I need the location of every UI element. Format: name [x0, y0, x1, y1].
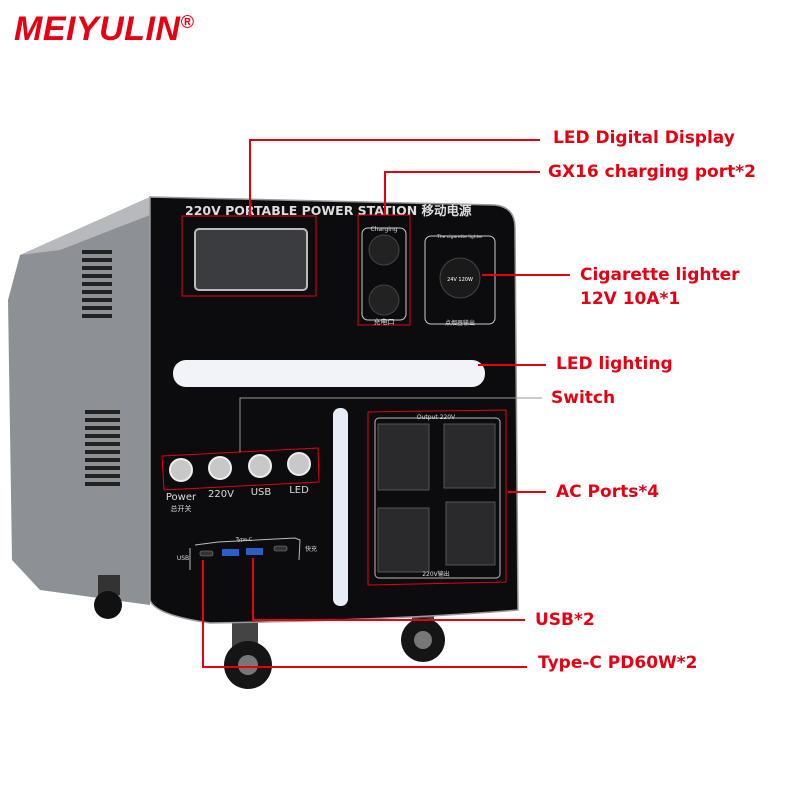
- wheel: [224, 620, 272, 689]
- gx16-port-icon: [368, 234, 400, 266]
- usb-port-icon: [222, 549, 239, 556]
- side-vent-bottom: [85, 410, 120, 486]
- led-switch-button[interactable]: [287, 452, 311, 476]
- led-light-bar: [173, 360, 485, 387]
- charging-port-cn-label: 充电口: [374, 317, 395, 326]
- annotation-lines: [202, 139, 570, 668]
- gx16-port-icon: [368, 284, 400, 316]
- led-display: [194, 228, 308, 291]
- label-usb: USB*2: [535, 610, 595, 630]
- side-panel: [8, 197, 150, 605]
- output-label: Output 220V: [417, 414, 456, 421]
- cigarette-lighter-icon: [439, 257, 481, 299]
- ac-outlet-icon: [377, 423, 430, 491]
- power-switch-cn-label: 总开关: [171, 504, 192, 513]
- switch-label-power: Power: [166, 492, 197, 503]
- lighter-cn-label: 点烟器输出: [445, 319, 475, 327]
- ac-outlet-icon: [443, 423, 496, 489]
- power-switch-button[interactable]: [169, 458, 193, 482]
- label-ac-ports: AC Ports*4: [556, 482, 660, 502]
- brand-logo: MEIYULIN®: [14, 10, 194, 49]
- registered-mark: ®: [180, 12, 195, 32]
- label-led-lighting: LED lighting: [556, 354, 673, 374]
- side-vent-top: [82, 250, 112, 318]
- led-light-bar-vertical: [333, 408, 348, 606]
- lighter-rating: 24V 120W: [447, 277, 473, 283]
- switch-label-usb: USB: [251, 487, 272, 498]
- label-led-display: LED Digital Display: [553, 128, 735, 148]
- switch-label-led: LED: [289, 485, 309, 496]
- ac-outlet-icon: [445, 501, 496, 566]
- usb-switch-button[interactable]: [248, 454, 272, 478]
- brand-name: MEIYULIN: [14, 10, 181, 48]
- type-c-port-icon: [199, 550, 214, 557]
- label-type-c: Type-C PD60W*2: [538, 653, 698, 673]
- ac-outlet-icon: [377, 507, 430, 573]
- label-lighter-1: Cigarette lighter: [580, 265, 740, 285]
- switch-highlight-box: [161, 447, 320, 491]
- ac-highlight-box: [367, 409, 507, 586]
- usb-area-label: USB: [177, 555, 189, 562]
- type-c-group-label: Type-C: [235, 537, 253, 543]
- side-panel-top: [20, 197, 150, 255]
- charging-label: Charging: [370, 226, 397, 233]
- switch-annotation-line: [239, 397, 542, 452]
- switch-label-220v: 220V: [208, 489, 234, 500]
- label-gx16: GX16 charging port*2: [548, 162, 756, 182]
- wheel: [94, 575, 122, 619]
- label-lighter-2: 12V 10A*1: [580, 289, 681, 309]
- panel-title: 220V PORTABLE POWER STATION 移动电源: [185, 203, 472, 218]
- output-cn-label: 220V输出: [422, 570, 450, 578]
- label-switch: Switch: [551, 388, 616, 408]
- usb-port-icon: [246, 548, 263, 555]
- type-c-port-icon: [273, 545, 288, 552]
- lighter-label: The cigarette lighter: [436, 234, 483, 240]
- fast-charge-label: 快充: [305, 545, 317, 553]
- 220v-switch-button[interactable]: [208, 456, 232, 480]
